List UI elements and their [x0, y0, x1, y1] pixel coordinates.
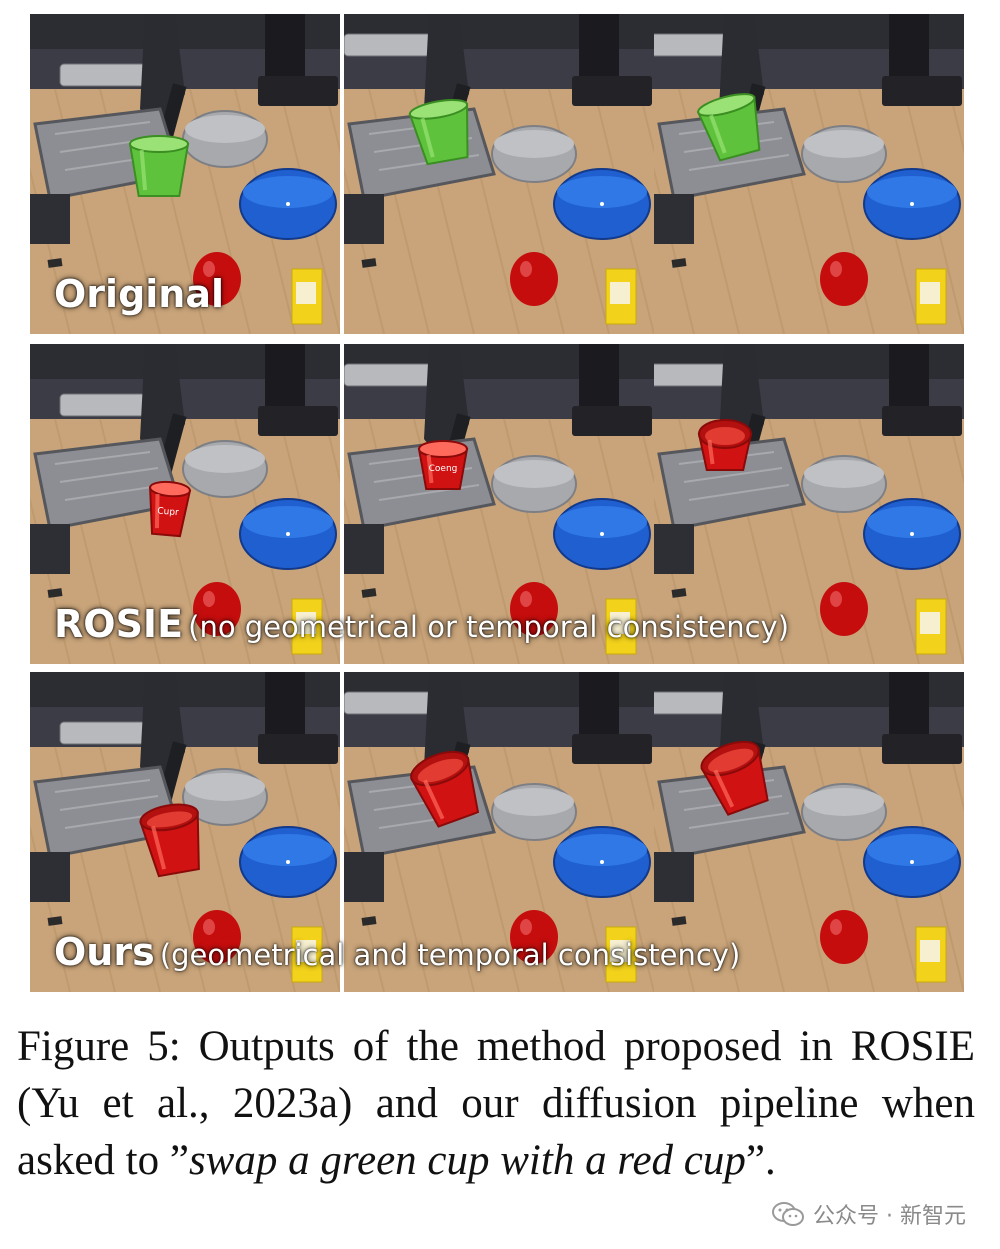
frame-original-1 — [30, 14, 340, 334]
frame-ours-2 — [344, 672, 654, 992]
frame-original-2 — [344, 14, 654, 334]
caption-quote: swap a green cup with a red cup — [188, 1137, 746, 1184]
caption-end: ”. — [745, 1137, 776, 1184]
frame-ours-3 — [654, 672, 964, 992]
figure-grid: Original Cupr Coeng ROSIE (no geometrica… — [30, 14, 968, 992]
frame-ours-1 — [30, 672, 340, 992]
frame-original-3 — [654, 14, 964, 334]
row-ours: Ours (geometrical and temporal consisten… — [30, 672, 968, 992]
wechat-icon — [772, 1202, 805, 1226]
figure-caption: Figure 5: Outputs of the method proposed… — [17, 1018, 975, 1189]
frame-rosie-3 — [654, 344, 964, 664]
watermark-text: 公众号 · 新智元 — [813, 1204, 966, 1229]
frame-rosie-2: Coeng — [344, 344, 654, 664]
row-original: Original — [30, 14, 968, 334]
caption-text: Figure 5: Outputs of the method proposed… — [17, 1023, 975, 1184]
row-label-original: Original — [54, 272, 225, 316]
svg-text:Coeng: Coeng — [429, 464, 458, 474]
watermark: 公众号 · 新智元 — [767, 1196, 970, 1232]
svg-text:Cupr: Cupr — [157, 506, 179, 518]
row-label-rosie: ROSIE (no geometrical or temporal consis… — [54, 602, 790, 646]
frame-rosie-1: Cupr — [30, 344, 340, 664]
row-label-ours: Ours (geometrical and temporal consisten… — [54, 930, 741, 974]
row-rosie: Cupr Coeng ROSIE (no geometrical or temp… — [30, 344, 968, 664]
